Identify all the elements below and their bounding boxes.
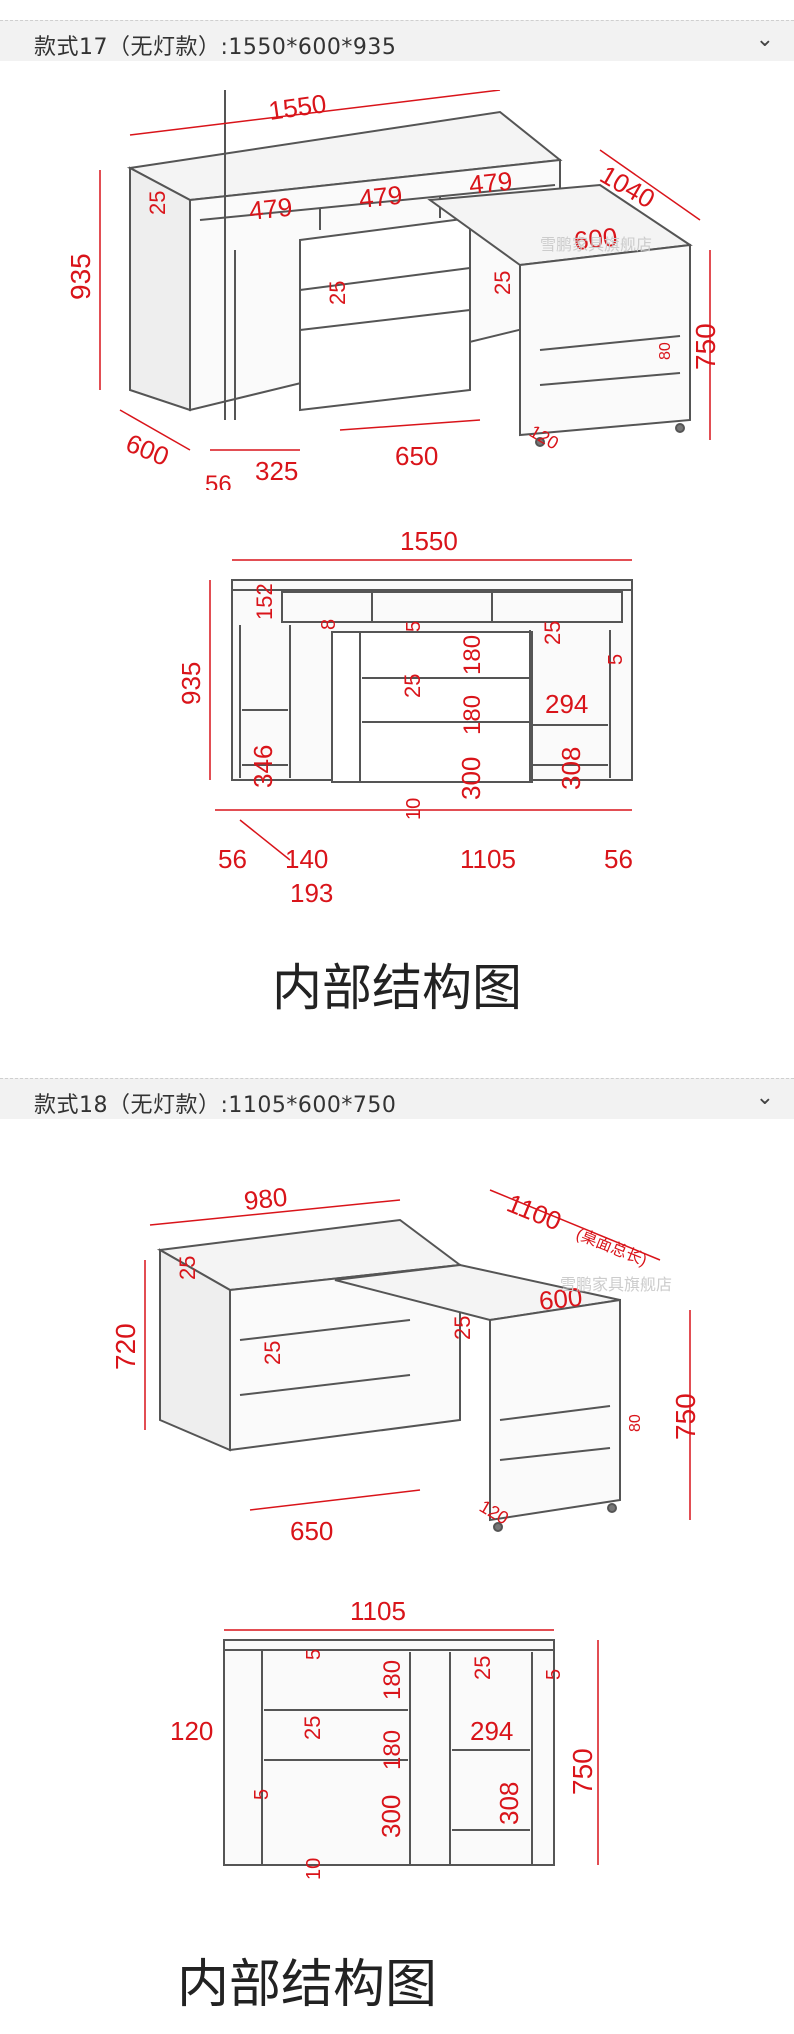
dim-25: 25 [175,1256,200,1280]
dim-120: 120 [170,1716,213,1746]
dim-25b: 25 [540,621,565,645]
dim-5b: 5 [543,1669,565,1680]
dim-750: 750 [670,1393,701,1440]
dim-300: 300 [456,757,486,800]
dim-5b: 5 [605,654,627,665]
dim-25-ext: 25 [450,1316,475,1340]
dim-479b: 479 [357,180,403,214]
dim-1105: 1105 [460,844,516,874]
dim-300: 300 [376,1795,406,1838]
dim-750: 750 [567,1748,598,1795]
style17-header[interactable]: 款式17（无灯款）:1550*600*935 ⌄ [0,20,794,61]
dim-600-ext: 600 [572,222,618,256]
dim-294: 294 [545,689,588,719]
dim-1100: 1100 [503,1188,566,1237]
dim-56a: 56 [218,844,247,874]
dim-25-drawer: 25 [325,281,350,305]
dim-25b: 25 [470,1656,495,1680]
dim-note: (桌面总长) [574,1225,650,1270]
dim-308: 308 [556,747,586,790]
watermark: 雪鹏家具旗舰店 [540,235,652,254]
dim-8: 8 [318,619,340,630]
dim-600-depth: 600 [122,428,173,472]
dim-80: 80 [657,342,674,360]
dim-5: 5 [303,1649,325,1660]
dim-25-ext: 25 [490,271,515,295]
dim-5c: 5 [251,1789,273,1800]
dim-1550-front: 1550 [400,526,458,556]
style17-front-diagram: 1550 935 152 8 5 180 25 5 25 180 294 346… [176,526,633,908]
dim-25-drawer: 25 [260,1341,285,1365]
dim-1550: 1550 [267,90,328,126]
dim-325: 325 [255,456,298,486]
dim-980: 980 [242,1182,288,1216]
dim-25: 25 [300,1716,325,1740]
dim-935-front: 935 [176,662,206,705]
chevron-down-icon[interactable]: ⌄ [755,27,774,52]
dim-10: 10 [403,798,425,820]
dim-180a: 180 [379,1660,406,1700]
dim-479c: 479 [467,166,513,200]
watermark: 雪鹏家具旗舰店 [560,1275,672,1294]
style17-title: 款式17（无灯款）:1550*600*935 [34,35,397,60]
dim-308: 308 [494,1782,524,1825]
dim-180b: 180 [379,1730,406,1770]
dim-650: 650 [290,1516,333,1546]
dim-140: 140 [285,844,328,874]
dim-5: 5 [403,621,425,632]
dim-10: 10 [303,1858,325,1880]
dim-600: 600 [537,1282,583,1316]
dim-479a: 479 [247,192,293,226]
dim-180b: 180 [459,695,486,735]
style17-caption: 内部结构图 [272,959,522,1017]
dim-720: 720 [110,1323,141,1370]
dim-346: 346 [248,745,278,788]
dim-25: 25 [145,191,170,215]
dim-152: 152 [252,583,277,620]
dim-193: 193 [290,878,333,908]
dim-180a: 180 [459,635,486,675]
dim-750: 750 [690,323,721,370]
style18-caption: 内部结构图 [176,1955,437,2015]
style18-header[interactable]: 款式18（无灯款）:1105*600*750 ⌄ [0,1078,794,1119]
style18-iso-diagram: 980 1100 (桌面总长) 25 720 25 25 600 80 750 … [110,1182,701,1546]
dim-25a: 25 [400,674,425,698]
style17-iso-diagram: 1550 25 479 479 479 1040 600 935 25 25 8… [65,90,721,490]
dim-935: 935 [65,253,96,300]
dim-56: 56 [205,471,232,490]
style18-title: 款式18（无灯款）:1105*600*750 [34,1093,397,1118]
style18-front-diagram: 1105 5 180 25 5 120 25 180 294 750 5 300… [170,1600,599,1880]
dim-294: 294 [470,1716,513,1746]
dim-650: 650 [395,441,438,471]
dim-1105: 1105 [350,1600,406,1626]
dim-56b: 56 [604,844,633,874]
chevron-down-icon[interactable]: ⌄ [755,1085,774,1110]
dim-80: 80 [627,1414,644,1432]
